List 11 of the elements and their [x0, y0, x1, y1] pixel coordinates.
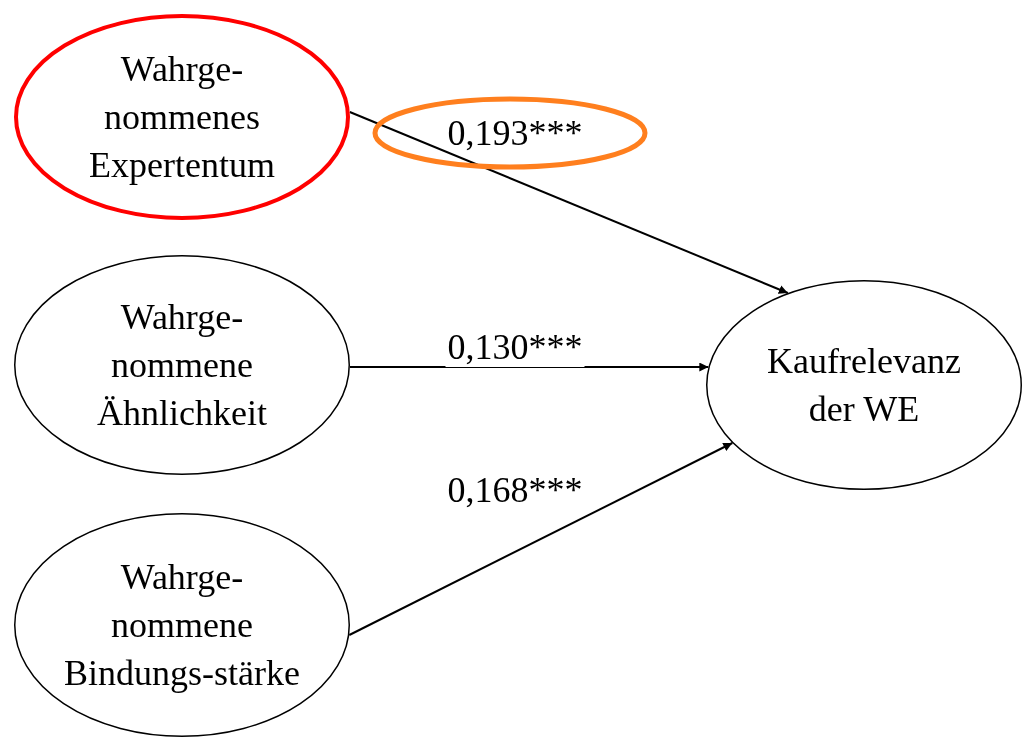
ellipse-node — [14, 255, 350, 475]
ellipse-node — [706, 280, 1022, 490]
arrow — [348, 111, 789, 294]
node-label: Wahrge- nommene Bindungs-stärke — [63, 556, 301, 695]
node-label: Kaufrelevanz der WE — [766, 340, 962, 431]
ellipse-node — [14, 513, 350, 737]
node-label: Wahrge- nommene Ähnlichkeit — [96, 296, 268, 435]
node-label: Wahrge- nommenes Expertentum — [88, 48, 276, 187]
edge-label: 0,193*** — [446, 113, 584, 153]
ellipse-node — [14, 14, 350, 220]
arrow — [348, 442, 734, 636]
